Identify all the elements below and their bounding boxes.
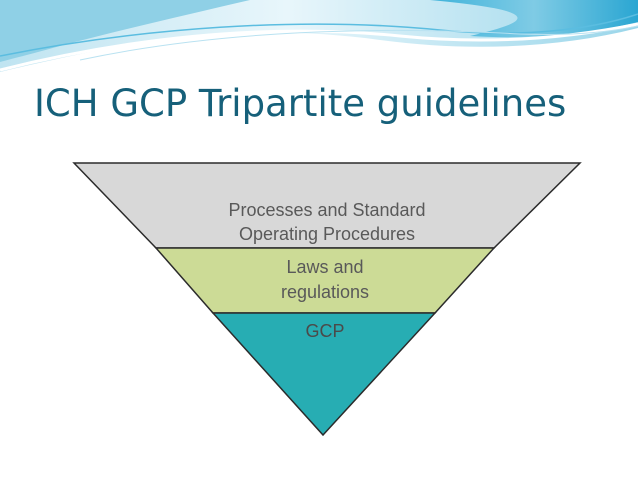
slide-title: ICH GCP Tripartite guidelines [34,82,567,125]
decorative-wave-header [0,0,638,72]
layer-label-bottom-line1: GCP [305,321,344,341]
wave-stroke-2 [0,13,638,57]
wave-stroke-1 [0,22,638,72]
layer-gcp [211,312,437,437]
wave-band-right [430,0,638,38]
layer-label-top-line2: Operating Procedures [239,224,415,244]
layer-label-top-line1: Processes and Standard [228,200,425,220]
wave-band-blue [0,0,250,62]
layer-label-middle-line1: Laws and [286,257,363,277]
wave-stroke-3 [79,25,638,61]
layer-label-middle-line2: regulations [281,282,369,302]
